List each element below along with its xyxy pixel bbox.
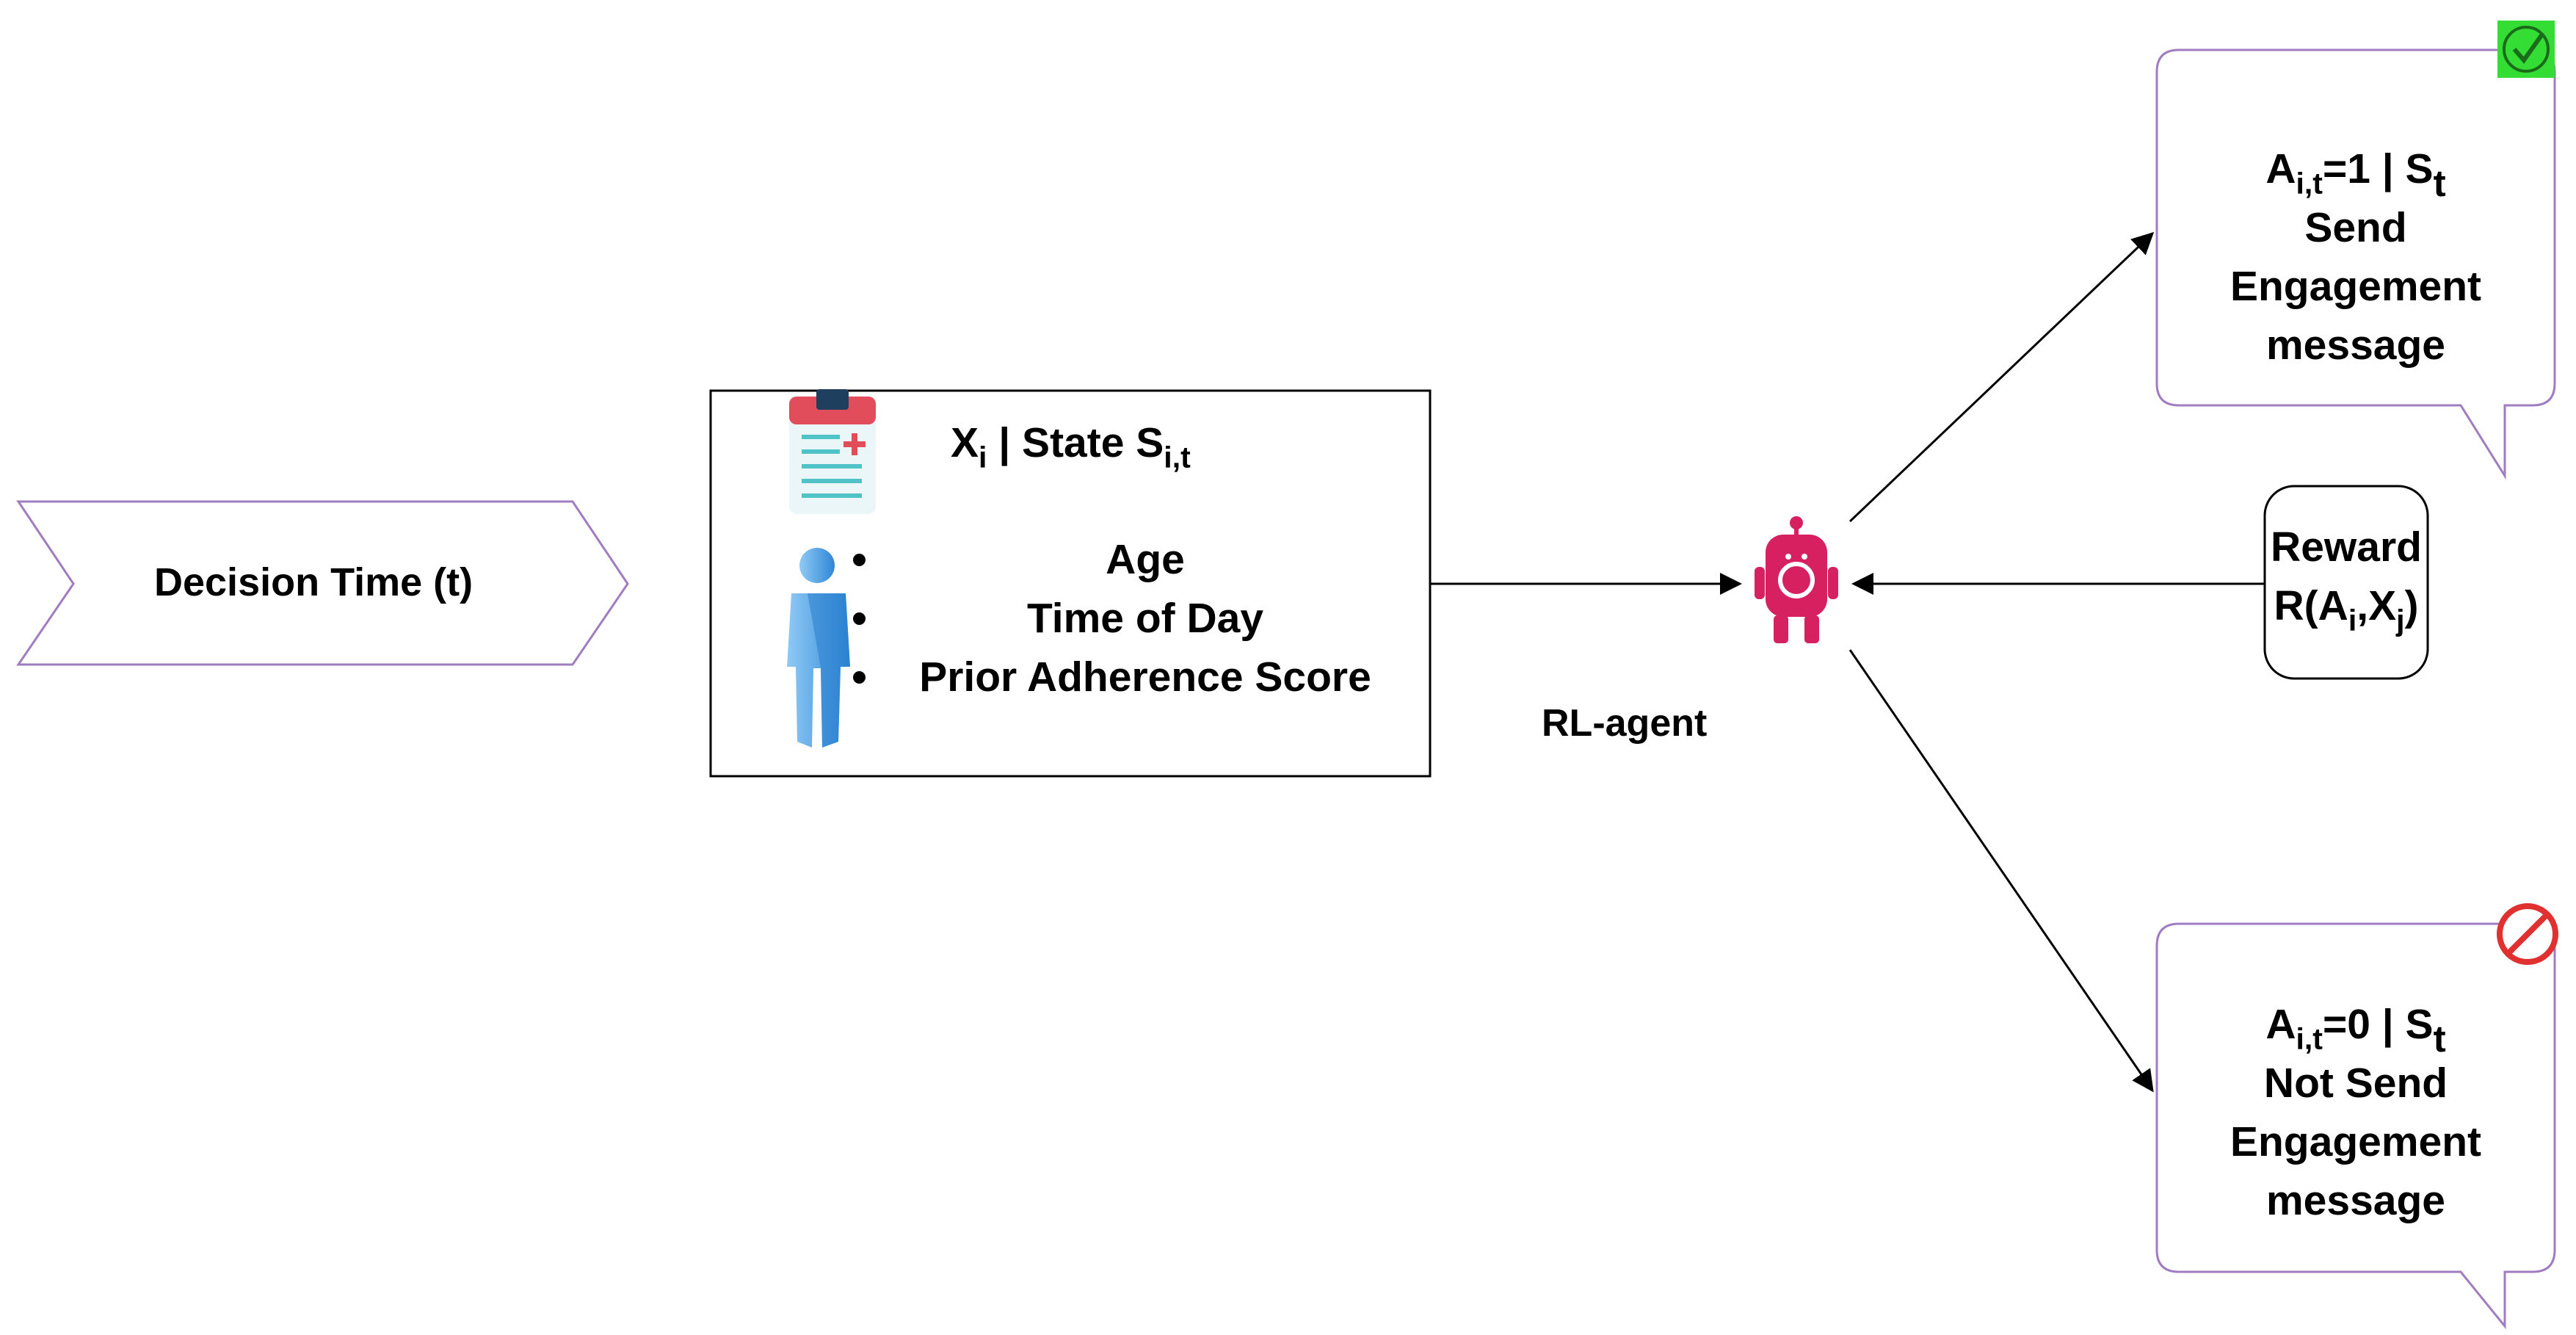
person-icon bbox=[787, 548, 850, 748]
state-feature-time-of-day: Time of Day bbox=[844, 589, 1402, 648]
decision-time-shape bbox=[16, 500, 629, 666]
check-icon bbox=[2497, 21, 2555, 78]
robot-icon bbox=[1755, 516, 1838, 643]
agent-to-not-send-arrow bbox=[1848, 649, 2154, 1093]
state-feature-list: Age Time of Day Prior Adherence Score bbox=[844, 530, 1402, 706]
prohibited-icon bbox=[2497, 903, 2558, 965]
state-title: Xi | State Si,t bbox=[951, 419, 1191, 474]
not-send-action-text: Ai,t=0 | St Not Send Engagement message bbox=[2229, 1001, 2482, 1224]
agent-to-send-arrow bbox=[1848, 231, 2155, 523]
send-action-text: Ai,t=1 | St Send Engagement message bbox=[2229, 145, 2482, 369]
reward-label: Reward R(Ai,Xj) bbox=[2271, 524, 2422, 637]
medical-clipboard-icon bbox=[789, 389, 876, 514]
reward-box bbox=[2263, 485, 2429, 680]
decision-time-label: Decision Time (t) bbox=[154, 560, 474, 604]
agent-label: RL-agent bbox=[1542, 702, 1708, 745]
state-feature-prior-adherence: Prior Adherence Score bbox=[844, 648, 1402, 706]
state-feature-age: Age bbox=[844, 530, 1402, 589]
